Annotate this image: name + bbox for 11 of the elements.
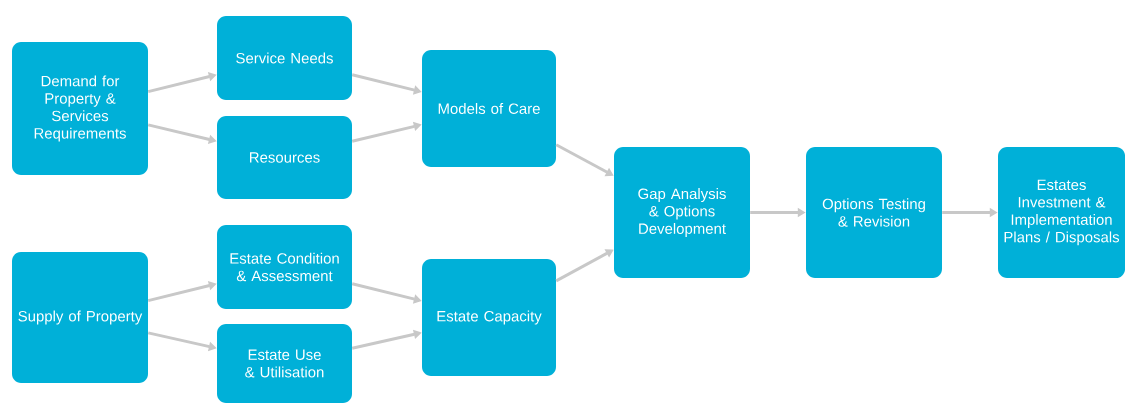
process-box: Demand for Property & Services Requirements	[12, 42, 148, 175]
process-box: Resources	[217, 116, 352, 199]
process-box: Service Needs	[217, 16, 352, 100]
process-box: Supply of Property	[12, 252, 148, 383]
process-box: Estate Condition & Assessment	[217, 225, 352, 309]
process-box: Estate Use & Utilisation	[217, 324, 352, 403]
process-box: Models of Care	[422, 50, 556, 167]
process-box: Estates Investment & Implementation Plans / Disposals	[998, 147, 1125, 278]
process-box: Options Testing & Revision	[806, 147, 942, 278]
process-box: Estate Capacity	[422, 259, 556, 376]
process-box: Gap Analysis & Options Development	[614, 147, 750, 278]
